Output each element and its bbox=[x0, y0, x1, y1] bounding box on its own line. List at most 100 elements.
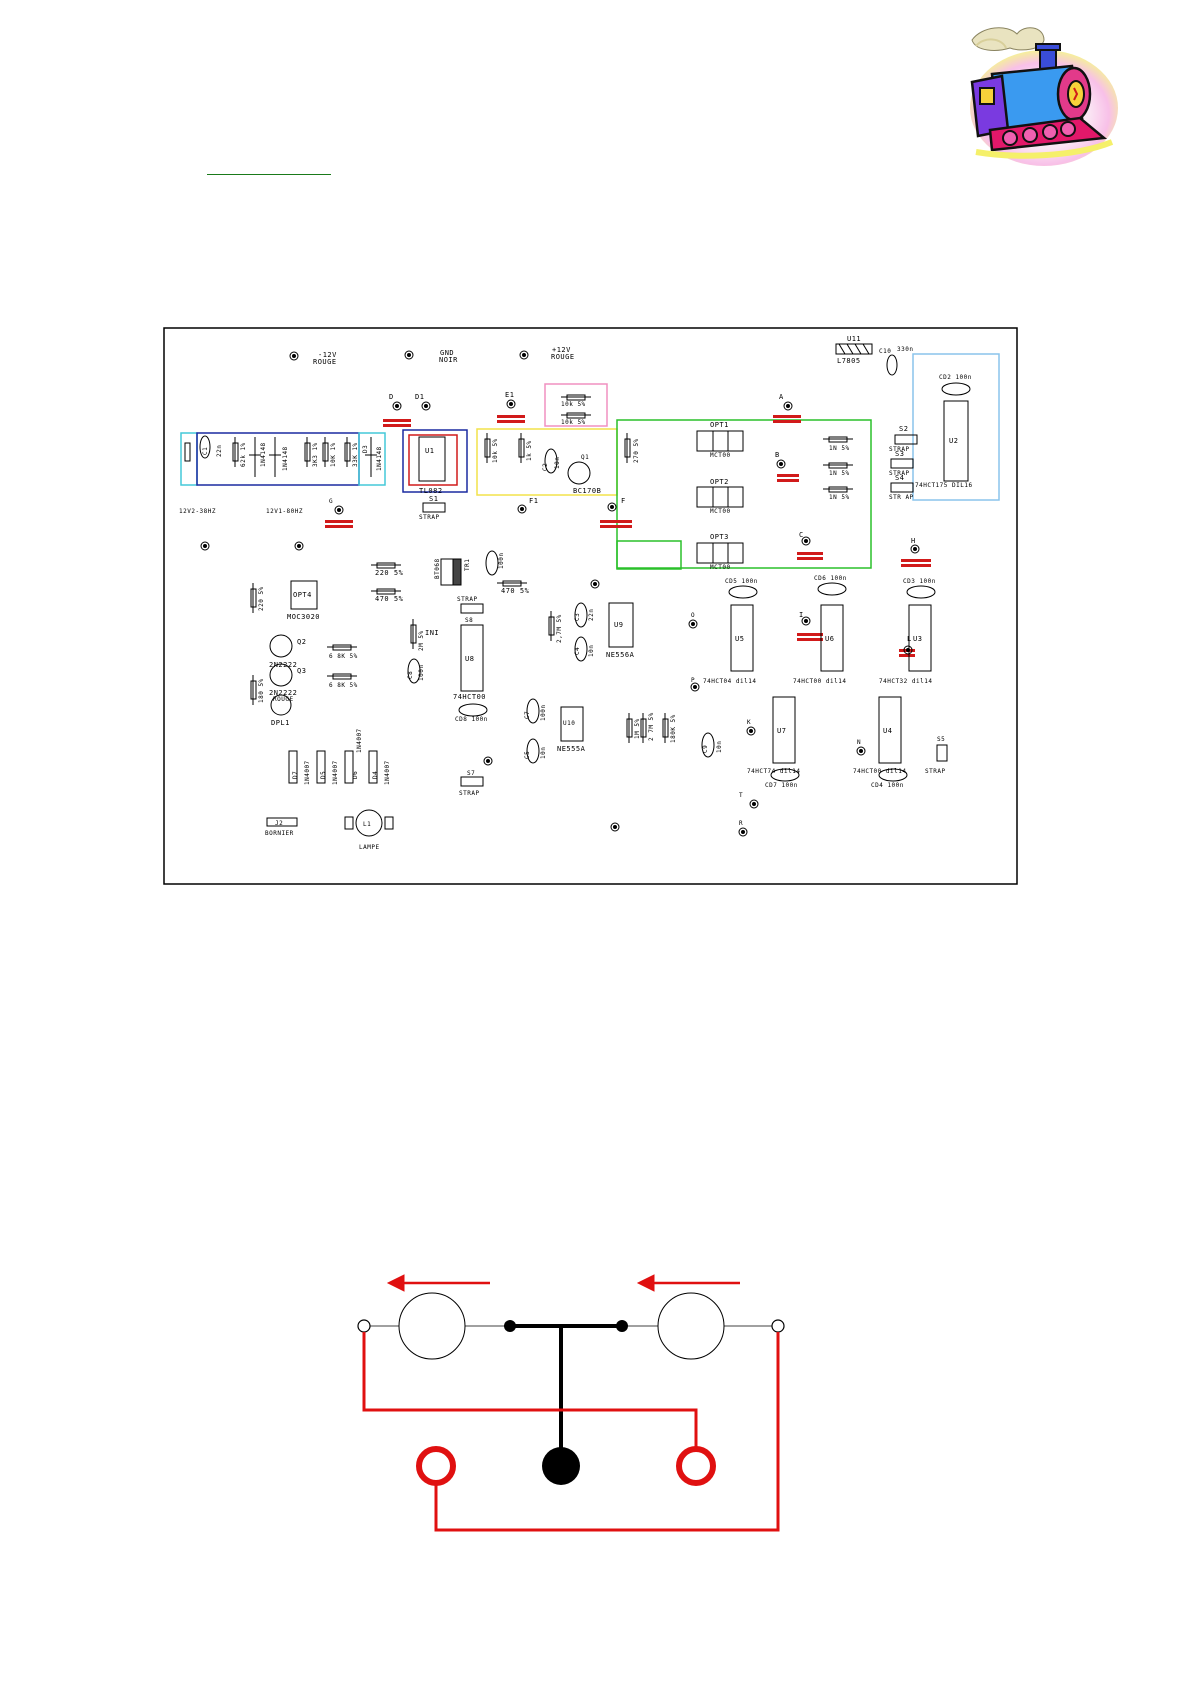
lbl-s5: S5 bbox=[937, 736, 945, 743]
lbl-q2t: 2N2222 bbox=[269, 661, 297, 669]
lbl-n: N bbox=[857, 739, 861, 746]
region-pink bbox=[544, 383, 608, 427]
lbl-tl: TL082 bbox=[419, 487, 443, 495]
lbl-c9v: 10n bbox=[716, 741, 723, 753]
lbl-s3: S3 bbox=[895, 450, 904, 458]
lbl-c4v: 10n bbox=[588, 645, 595, 657]
lbl-c8v: 100n bbox=[418, 665, 425, 681]
lbl-u2type: 74HCT175 DIL16 bbox=[915, 482, 973, 489]
lbl-d1n: 1N4148 bbox=[260, 442, 267, 467]
pcb-labels: -12V ROUGE GND NOIR +12V ROUGE D D1 E1 1… bbox=[179, 335, 973, 851]
lbl-c3: C3 bbox=[574, 613, 581, 621]
lbl-r6k2: 6 8K 5% bbox=[329, 682, 358, 689]
lbl-opt2: OPT2 bbox=[710, 478, 729, 486]
lbl-r10k1: 10K 1% bbox=[330, 442, 337, 467]
lbl-u6: U6 bbox=[825, 635, 834, 643]
lbl-c10v: 330n bbox=[897, 346, 913, 353]
lbl-d7n: 1N4007 bbox=[304, 760, 311, 785]
lbl-c4: C4 bbox=[574, 647, 581, 655]
lbl-in12: 12V2-38HZ bbox=[179, 508, 216, 515]
lbl-opt4: OPT4 bbox=[293, 591, 312, 599]
lbl-u5: U5 bbox=[735, 635, 744, 643]
center-terminal bbox=[542, 1447, 580, 1485]
region-green bbox=[616, 419, 872, 569]
lbl-u7: U7 bbox=[777, 727, 786, 735]
lbl-c5v: 10n bbox=[540, 747, 547, 759]
lbl-d3n: 1N4148 bbox=[282, 446, 289, 471]
lbl-moc: MOC3020 bbox=[287, 613, 320, 621]
lbl-m12v: -12V bbox=[318, 351, 337, 359]
lbl-s2: S2 bbox=[899, 425, 908, 433]
lbl-d5: D5 bbox=[320, 771, 327, 779]
pcb-border bbox=[163, 327, 1018, 885]
lbl-e1: E1 bbox=[505, 391, 514, 399]
lbl-c: C bbox=[799, 531, 804, 539]
lbl-c1: C1 bbox=[202, 447, 209, 455]
lbl-o: O bbox=[691, 612, 695, 619]
lbl-u5t: 74HCT04 dil14 bbox=[703, 678, 756, 685]
lbl-c100n: 100n bbox=[498, 553, 505, 569]
lbl-s8: S8 bbox=[465, 617, 473, 624]
lbl-a: A bbox=[779, 393, 784, 401]
lbl-s4: S4 bbox=[895, 474, 904, 482]
lbl-1n-b: 1N 5% bbox=[829, 470, 850, 477]
lbl-d1: D1 bbox=[415, 393, 424, 401]
region-u1-inner bbox=[408, 434, 458, 486]
lbl-cd3: CD3 100n bbox=[903, 578, 936, 585]
lbl-g: G bbox=[329, 498, 333, 505]
lbl-r2m2: 2 7M 5% bbox=[648, 712, 655, 741]
lbl-c8: C8 bbox=[407, 671, 414, 679]
lbl-r470a: 470 5% bbox=[375, 595, 404, 603]
lbl-p12v: +12V bbox=[552, 346, 571, 354]
lbl-u9: U9 bbox=[614, 621, 623, 629]
lbl-strap-s2: STRAP bbox=[889, 446, 910, 453]
lbl-strap-s1: STRAP bbox=[419, 514, 440, 521]
lbl-r1k: 1k 5% bbox=[526, 440, 533, 461]
region-u1-outer bbox=[402, 429, 468, 493]
lbl-u4: U4 bbox=[883, 727, 892, 735]
lbl-k: K bbox=[747, 719, 751, 726]
lbl-dpl: DPL1 bbox=[271, 719, 290, 727]
lbl-rouge3: ROUGE bbox=[273, 696, 294, 703]
lbl-i: I bbox=[799, 611, 804, 619]
lbl-u4t: 74HCT00 dil14 bbox=[853, 768, 906, 775]
lbl-t: T bbox=[739, 792, 743, 799]
lbl-q3: Q3 bbox=[297, 667, 306, 675]
lbl-mct3: MCT00 bbox=[710, 564, 731, 571]
lbl-u2: U2 bbox=[949, 437, 958, 445]
lbl-u6t: 74HCT00 dil14 bbox=[793, 678, 846, 685]
lbl-r: R bbox=[739, 820, 743, 827]
lbl-c7v: 100n bbox=[540, 705, 547, 721]
wiring-schematic bbox=[357, 1274, 785, 1532]
lbl-c5: C5 bbox=[524, 751, 531, 759]
lbl-r1m: 1M 5% bbox=[634, 718, 641, 739]
lbl-f: F bbox=[621, 497, 626, 505]
lbl-strap-s7: STRAP bbox=[459, 790, 480, 797]
lbl-d6: D6 bbox=[352, 771, 359, 779]
lbl-c1v: 22n bbox=[216, 445, 223, 457]
lbl-cd6: CD6 100n bbox=[814, 575, 847, 582]
lbl-j2: J2 bbox=[275, 820, 283, 827]
lbl-r220a: 220 5% bbox=[375, 569, 404, 577]
lbl-d3: D3 bbox=[362, 445, 369, 453]
lbl-u3t: 74HCT32 dil14 bbox=[879, 678, 932, 685]
lbl-r10k: 10k 5% bbox=[492, 438, 499, 463]
lbl-u8: U8 bbox=[465, 655, 474, 663]
header-link[interactable] bbox=[207, 172, 331, 175]
lbl-r470b: 470 5% bbox=[501, 587, 530, 595]
lbl-l7805: L7805 bbox=[837, 357, 861, 365]
lbl-c2: C2 bbox=[542, 463, 549, 471]
lbl-rouge1: ROUGE bbox=[313, 358, 337, 366]
lbl-u10: U10 bbox=[563, 720, 575, 727]
lbl-d6n: 1N4007 bbox=[356, 728, 363, 753]
lbl-q1: Q1 bbox=[581, 454, 589, 461]
lbl-tr2: TR1 bbox=[464, 559, 471, 571]
lbl-h: H bbox=[911, 537, 916, 545]
lbl-l: L bbox=[907, 635, 912, 643]
steam-locomotive-icon bbox=[970, 27, 1118, 166]
wheel-right bbox=[657, 1292, 725, 1360]
lbl-r180k: 180K 5% bbox=[670, 714, 677, 743]
lbl-l1: L1 bbox=[363, 821, 371, 828]
lbl-d5n: 1N4007 bbox=[332, 760, 339, 785]
lbl-c9: C9 bbox=[702, 745, 709, 753]
